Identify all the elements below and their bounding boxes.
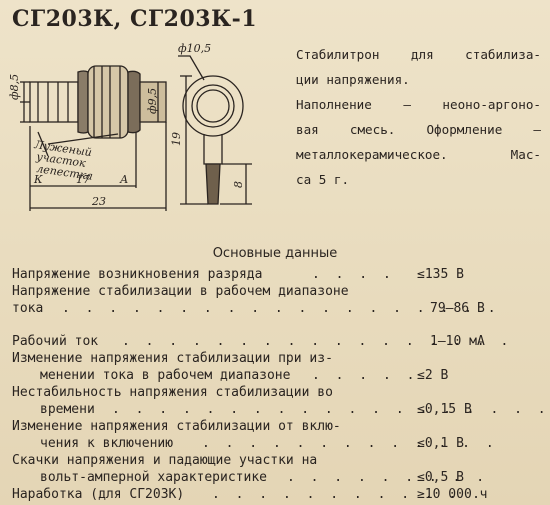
param-row: Наработка (для СГ203К) . . . . . . . . .… [12, 486, 542, 503]
dim-17: 17 [76, 173, 90, 186]
param-value: ≥10 000 ч [417, 487, 488, 502]
param-row-cont: тока . . . . . . . . . . . . . . . . . .… [12, 300, 542, 317]
label-cathode: К [33, 173, 43, 186]
param-row: Напряжение возникновения разряда . . . .… [12, 266, 542, 283]
param-value: 1—10 мА [430, 334, 485, 349]
param-row: Нестабильность напряжения стабилизации в… [12, 384, 542, 401]
param-value: ≤2 В [417, 368, 449, 383]
param-row-cont: менении тока в рабочем диапазоне . . . .… [12, 367, 542, 384]
spacer [12, 317, 542, 333]
description-line: Наполнение — неоно-аргоно- [296, 97, 541, 112]
description: Стабилитрон для стабилиза- ции напряжени… [296, 42, 541, 192]
param-row-cont: времени . . . . . . . . . . . . . . . . … [12, 401, 546, 418]
param-row: Рабочий ток . . . . . . . . . . . . . . … [12, 333, 542, 350]
dot-leader: . . . . [312, 267, 395, 282]
param-row: Напряжение стабилизации в рабочем диапаз… [12, 283, 542, 300]
dim-diam-outer: ф10,5 [178, 42, 211, 55]
param-label: чения к включению [40, 436, 174, 451]
page-title: СГ203К, СГ203К-1 [12, 6, 258, 32]
description-line: Стабилитрон для стабилиза- [296, 47, 541, 62]
dim-8: 8 [232, 181, 245, 188]
dot-leader: . . . . . [312, 368, 419, 383]
section-title: Основные данные [212, 246, 338, 261]
description-line: са 5 г. [296, 172, 350, 187]
param-row: Изменение напряжения стабилизации при из… [12, 350, 542, 367]
dim-diam-left: ф8,5 [8, 74, 21, 100]
param-label: Скачки напряжения и падающие участки на [12, 453, 318, 468]
param-label: Напряжение возникновения разряда [12, 267, 263, 282]
param-value: ≤0,15 В [417, 402, 472, 417]
description-line: ции напряжения. [296, 72, 410, 87]
param-label: Рабочий ток [12, 334, 99, 349]
dot-leader: . . . . . . . . . . . . . [202, 436, 498, 451]
dot-leader: . . . . . . . . . . . . . . . . . [122, 334, 513, 349]
param-label: Нестабильность напряжения стабилизации в… [12, 385, 333, 400]
dot-leader: . . . . . . . . . . . . . . . . . . . . [112, 402, 550, 417]
param-label: менении тока в рабочем диапазоне [40, 368, 291, 383]
param-row: Изменение напряжения стабилизации от вкл… [12, 418, 542, 435]
param-value: ≤0,5 В [417, 470, 464, 485]
description-line: металлокерамическое. Мас- [296, 147, 541, 162]
param-label: времени [40, 402, 95, 417]
param-row: Скачки напряжения и падающие участки на [12, 452, 542, 469]
param-label: Наработка (для СГ203К) [12, 487, 185, 502]
dim-19: 19 [170, 132, 183, 146]
param-label: Изменение напряжения стабилизации при из… [12, 351, 333, 366]
dot-leader: . . . . . . . . . . . . [212, 487, 485, 502]
param-row-cont: вольт-амперной характеристике . . . . . … [12, 469, 542, 486]
param-label: Изменение напряжения стабилизации от вкл… [12, 419, 341, 434]
param-label: вольт-амперной характеристике [40, 470, 267, 485]
dot-leader: . . . . . . . . . . . . . . . . . . . [62, 301, 500, 316]
param-value: ≤135 В [417, 267, 464, 282]
param-label: тока [12, 301, 44, 316]
param-value: 79—86 В [430, 301, 485, 316]
param-value: ≤0,1 В [417, 436, 464, 451]
description-line: вая смесь. Оформление — [296, 122, 541, 137]
component-drawing: ф10,5 ф8,5 ф9,5 19 8 17 23 К А Луженый у… [8, 42, 252, 211]
params-list: Напряжение возникновения разряда . . . .… [12, 266, 546, 503]
dim-diam-mid: ф9,5 [146, 88, 159, 114]
label-anode: А [119, 173, 128, 186]
param-row-cont: чения к включению . . . . . . . . . . . … [12, 435, 542, 452]
dim-23: 23 [91, 195, 106, 208]
dot-leader: . . . . . . . . . [287, 470, 489, 485]
param-label: Напряжение стабилизации в рабочем диапаз… [12, 284, 349, 299]
